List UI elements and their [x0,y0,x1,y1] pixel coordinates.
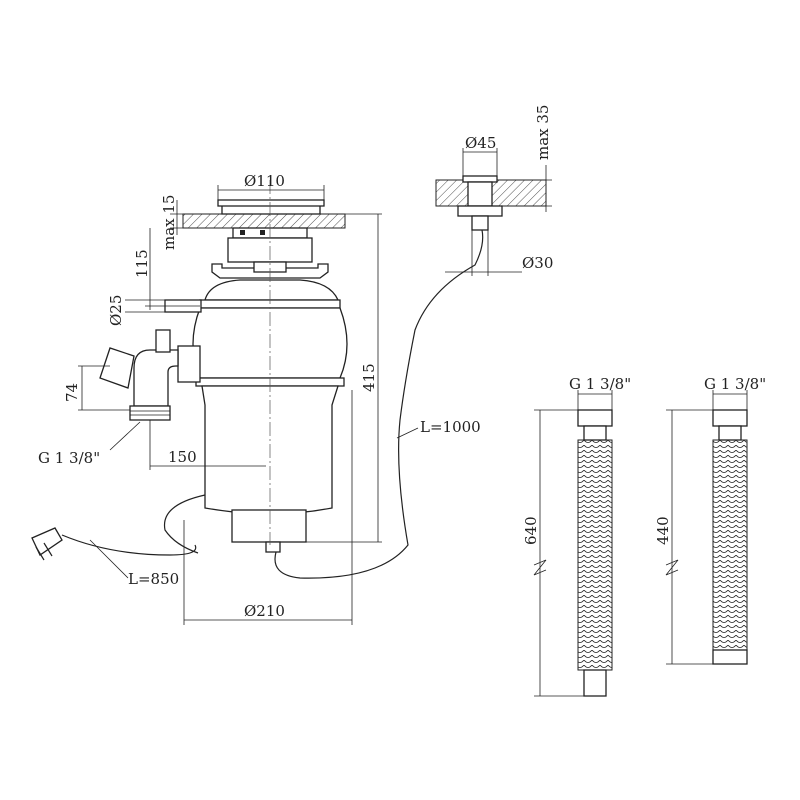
upper-housing [204,279,340,301]
label-body-diameter: Ø210 [244,602,285,620]
button-cap [462,175,498,183]
label-hose1-length: 640 [522,516,540,545]
disposer-unit [31,180,484,579]
hose-nut [577,409,613,427]
label-air-button-diameter: Ø45 [465,134,496,152]
sink-flange-top [217,199,325,207]
label-air-cord-length: L=1000 [420,418,481,436]
label-sink-opening-diameter: Ø110 [244,172,285,190]
air-switch-cord [274,229,484,579]
label-countertop-thickness: max 35 [534,105,552,160]
label-sink-thickness: max 15 [160,195,178,250]
dimension-labels: Ø110 max 15 115 Ø25 74 G 1 3/8" 150 415 … [38,105,766,620]
air-switch-button [435,175,547,231]
label-dishwasher-inlet-diameter: Ø25 [107,295,125,326]
button-body [467,181,493,207]
hose-corrugation [712,439,748,651]
hose-nut [712,409,748,427]
hose-neck [718,425,742,441]
hose-640 [577,409,613,697]
mount-screw [240,230,245,235]
button-stem [471,215,489,231]
outlet-flange [177,345,201,383]
hose-tail [583,669,607,697]
power-plug [31,527,63,556]
side-inlet [99,347,135,389]
outlet-thread-nut [129,405,171,421]
label-outlet-height: 74 [63,383,81,402]
label-outlet-thread: G 1 3/8" [38,449,100,467]
label-total-height: 415 [360,363,378,392]
sink-plate [182,213,346,229]
elbow-top-nipple [155,329,171,353]
label-air-button-hole: Ø30 [522,254,553,272]
bottom-cover [231,509,307,543]
power-cord [61,494,206,556]
label-hose1-thread: G 1 3/8" [569,375,631,393]
hose-corrugation [577,439,613,671]
hose-neck [583,425,607,441]
label-height-to-outlet: 115 [133,249,151,278]
label-hose2-thread: G 1 3/8" [704,375,766,393]
label-power-cord-length: L=850 [128,570,179,588]
label-outlet-offset: 150 [168,448,197,466]
hose-end-nut [712,649,748,665]
dimension-lines [78,148,748,697]
mount-screw [260,230,265,235]
button-nut [457,205,503,217]
reset-button [265,541,281,553]
outlet-elbow [133,349,179,407]
label-hose2-length: 440 [654,516,672,545]
hose-440 [712,409,748,665]
